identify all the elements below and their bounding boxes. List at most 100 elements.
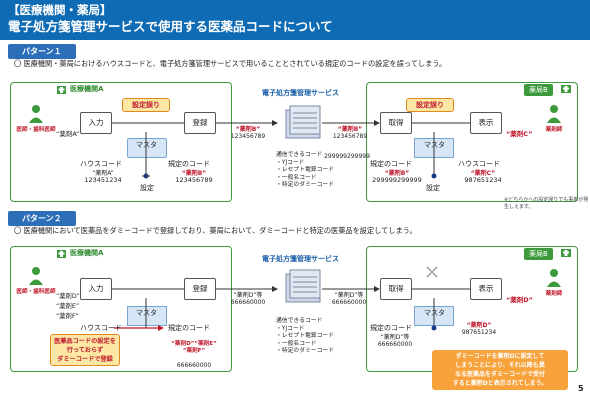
pharmacist-label: 薬剤師	[545, 127, 563, 133]
center-label: 電子処方箋管理サービス	[262, 255, 339, 263]
drug-list: “薬剤D” “薬剤E” “薬剤F”	[56, 292, 80, 322]
register-box: 登録	[184, 112, 216, 134]
doctor-icon	[29, 105, 43, 123]
rule-code-label: 規定のコード	[168, 160, 210, 168]
recv-drugs: “薬剤D”等	[334, 292, 364, 299]
center-label: 電子処方箋管理サービス	[262, 89, 339, 97]
input-box: 入力	[80, 112, 112, 134]
acquire-box: 取得	[380, 278, 412, 300]
pattern2-description: 〇 医療機関において医薬品をダミーコードで登録しており、薬局において、ダミーコー…	[14, 226, 417, 235]
recv-code: 123456789	[332, 133, 368, 140]
doctor-label: 医師・歯科医師	[16, 289, 56, 295]
rule-code-label: 規定のコード	[168, 324, 210, 332]
arrow-register-to-center	[216, 120, 278, 126]
server-icon	[285, 269, 321, 303]
arrow-center-to-acquire	[322, 120, 380, 126]
ph-house-code-block: “薬剤D” 987651234	[456, 322, 502, 336]
ph-house-code: 987651234	[464, 176, 502, 184]
recv-code-block: “薬剤D”等 666660000	[328, 292, 370, 306]
pattern1-description: 〇 医療機関・薬局におけるハウスコードと、電子処方箋管理サービスで用いることとさ…	[14, 59, 447, 68]
master-box	[127, 306, 167, 326]
send-code-block: “薬剤D”等 666660000	[228, 292, 268, 306]
drug-d-label: “薬剤D”	[506, 296, 533, 304]
ph-house-code-block: “薬剤C” 987651234	[460, 170, 506, 184]
house-code-drug: “薬剤A”	[92, 170, 114, 177]
pharmacist-icon	[547, 269, 561, 287]
send-code: 666660000	[230, 299, 266, 306]
warn-callout-right: ダミーコードを薬剤Dに設定して しまうことにより、それ以降も異 なる医薬品をダミ…	[432, 350, 568, 390]
ph-rule-drug: “薬剤D”等	[380, 334, 410, 341]
doctor-icon	[29, 267, 43, 285]
dummy-code-block: 299999299999	[324, 153, 370, 160]
page-title-line1: 【医療機関・薬局】	[8, 3, 112, 17]
pattern2-hospital-zone	[10, 246, 232, 372]
pattern1-pharmacy-zone	[366, 82, 578, 202]
usable-code-item: ・一般名コード	[276, 174, 317, 181]
send-drug: “薬剤B”	[235, 126, 261, 133]
ph-rule-code-block: “薬剤D”等 666660000	[370, 334, 420, 348]
pharmacist-icon	[547, 105, 561, 123]
pattern2-label: パターン２	[8, 211, 76, 226]
pattern2-pharmacy-label: 薬局B	[524, 248, 553, 260]
usable-codes-list: 通信できるコード ・YJコード ・レセプト電算コード ・一般名コード ・特定のダ…	[276, 152, 334, 190]
pattern1-pharmacy-label: 薬局B	[524, 84, 553, 96]
left-rule-block: “薬剤D”“薬剤E” “薬剤F” 666660000	[166, 334, 222, 376]
send-code: 123456789	[230, 133, 266, 140]
input-box: 入力	[80, 278, 112, 300]
rule-code-label-pharmacy: 規定のコード	[370, 324, 412, 332]
rule-code-label-pharmacy: 規定のコード	[370, 160, 412, 168]
pharmacist-label: 薬剤師	[545, 291, 563, 297]
left-rule-code: 666660000	[176, 362, 212, 369]
rule-code-value: 123456789	[175, 176, 213, 184]
title-bar: 【医療機関・薬局】 電子処方箋管理サービスで使用する医薬品コードについて	[0, 0, 590, 40]
arrow-center-to-acquire	[322, 286, 380, 292]
drug-item: “薬剤E”	[56, 303, 80, 310]
pattern2-hospital-label: 医療機関A	[70, 249, 104, 257]
usable-code-item: ・レセプト電算コード	[276, 333, 334, 339]
house-code-label-pharmacy: ハウスコード	[458, 160, 500, 168]
ph-rule-code: 299999299999	[372, 176, 422, 184]
drug-c-label: “薬剤C”	[506, 130, 533, 138]
pattern1-note: ※どちらかへの設定誤りでも事象が発生しえます。	[504, 197, 589, 210]
usable-code-item: ・特定のダミーコード	[276, 182, 334, 188]
pattern1-right-arrows	[412, 122, 480, 179]
send-drugs: “薬剤D”等	[233, 292, 263, 299]
ph-house-drug: “薬剤C”	[470, 170, 496, 177]
recv-drug: “薬剤B”	[337, 126, 363, 133]
master-box	[127, 138, 167, 158]
display-box: 表示	[470, 112, 502, 134]
pharmacy-icon	[561, 85, 571, 93]
page-title-line2: 電子処方箋管理サービスで使用する医薬品コードについて	[8, 19, 333, 34]
setting-label: 設定	[140, 184, 154, 192]
dummy-code: 299999299999	[324, 153, 370, 160]
pattern2-right-arrows	[412, 288, 480, 331]
hospital-icon	[57, 250, 66, 258]
ph-rule-code: 666660000	[377, 341, 413, 348]
usable-codes-title: 通信できるコード	[276, 152, 323, 158]
pattern2-left-arrows	[112, 288, 184, 331]
register-box: 登録	[184, 278, 216, 300]
house-code-label: ハウスコード	[80, 324, 122, 332]
pattern1-label: パターン１	[8, 44, 76, 59]
pattern1-left-arrows	[112, 122, 184, 179]
send-code-block: “薬剤B” 123456789	[228, 126, 268, 140]
ph-house-drug: “薬剤D”	[466, 322, 492, 329]
rule-code-value-block: “薬剤B” 123456789	[168, 170, 220, 184]
page-number: 5	[578, 384, 584, 393]
pattern1-hospital-zone	[10, 82, 232, 202]
drug-item: “薬剤F”	[56, 313, 79, 320]
rule-code-drug: “薬剤B”	[181, 170, 207, 177]
acquire-box: 取得	[380, 112, 412, 134]
usable-code-item: ・レセプト電算コード	[276, 167, 334, 173]
display-box: 表示	[470, 278, 502, 300]
error-callout-right: 設定誤り	[406, 98, 454, 112]
recv-code-block: “薬剤B” 123456789	[330, 126, 370, 140]
usable-code-item: ・一般名コード	[276, 340, 317, 347]
warn-callout-left: 医薬品コードの設定を 行っておらず ダミーコードで登録	[50, 334, 120, 366]
house-code-label: ハウスコード	[80, 160, 122, 168]
recv-code: 666660000	[331, 299, 367, 306]
house-code-value: 123451234	[84, 176, 122, 184]
pharmacy-icon	[561, 249, 571, 257]
ph-rule-drug: “薬剤B”	[384, 170, 410, 177]
usable-code-item: ・YJコード	[276, 159, 305, 166]
